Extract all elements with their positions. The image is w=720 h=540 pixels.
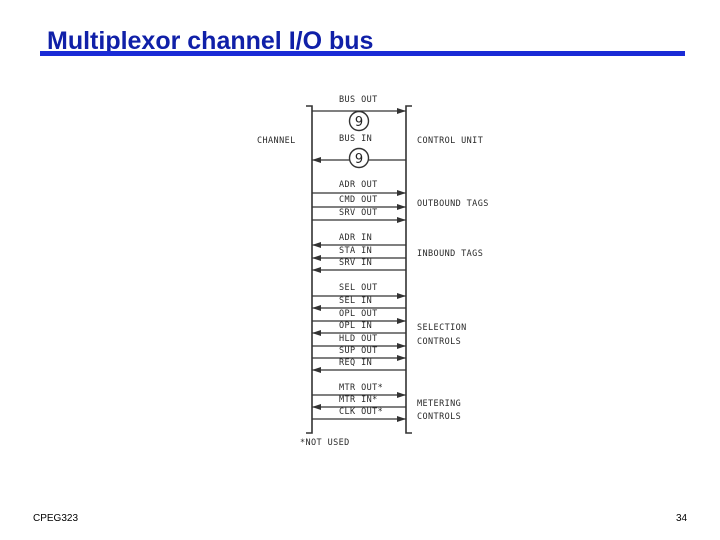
signal-label: ADR IN (339, 233, 372, 243)
signal-label: BUS IN (339, 134, 372, 144)
signal-arrow (397, 343, 406, 349)
signal-arrow (397, 108, 406, 114)
group-label: INBOUND TAGS (417, 249, 483, 259)
signal-arrow (312, 404, 321, 410)
signal-arrow (397, 392, 406, 398)
signal-label: SEL IN (339, 296, 372, 306)
group-label: METERING (417, 399, 461, 409)
signal-arrow (312, 367, 321, 373)
signal-arrow (397, 318, 406, 324)
group-label: CONTROL UNIT (417, 136, 483, 146)
group-label: OUTBOUND TAGS (417, 199, 489, 209)
signal-label: STA IN (339, 246, 372, 256)
signal-arrow (397, 355, 406, 361)
signal-label: OPL IN (339, 321, 372, 331)
signal-arrow (312, 255, 321, 261)
signal-arrow (312, 305, 321, 311)
bus-width-circle (348, 147, 370, 169)
signal-arrow (397, 204, 406, 210)
signal-label: MTR IN* (339, 395, 378, 405)
signal-arrow (397, 217, 406, 223)
bus-width-value: 9 (355, 152, 363, 167)
control-unit-bus-bar (405, 105, 412, 434)
signal-label: HLD OUT (339, 334, 378, 344)
signal-arrow (397, 416, 406, 422)
signal-arrow (312, 157, 321, 163)
signal-label: CLK OUT* (339, 407, 383, 417)
signal-arrow (312, 330, 321, 336)
signal-label: CMD OUT (339, 195, 378, 205)
group-label: CONTROLS (417, 337, 461, 347)
signal-arrow (397, 190, 406, 196)
signal-label: SRV IN (339, 258, 372, 268)
slide-title: Multiplexor channel I/O bus (47, 27, 374, 55)
bus-width-value: 9 (355, 115, 363, 130)
channel-bus-bar (306, 105, 313, 434)
signal-arrow (397, 293, 406, 299)
signal-arrow (312, 242, 321, 248)
signal-label: MTR OUT* (339, 383, 383, 393)
signal-label: ADR OUT (339, 180, 378, 190)
group-label: SELECTION (417, 323, 467, 333)
channel-label: CHANNEL (257, 136, 296, 146)
signal-arrow (312, 267, 321, 273)
footer-course: CPEG323 (33, 513, 79, 524)
footnote: *NOT USED (300, 438, 350, 448)
footer-page-number: 34 (676, 513, 688, 524)
signal-label: SEL OUT (339, 283, 378, 293)
title-underline-bar (40, 51, 685, 56)
signal-label: BUS OUT (339, 95, 378, 105)
group-label: CONTROLS (417, 412, 461, 422)
signal-label: SRV OUT (339, 208, 378, 218)
signal-label: OPL OUT (339, 309, 378, 319)
bus-width-circle (348, 110, 370, 132)
signal-label: SUP OUT (339, 346, 378, 356)
signal-label: REQ IN (339, 358, 372, 368)
